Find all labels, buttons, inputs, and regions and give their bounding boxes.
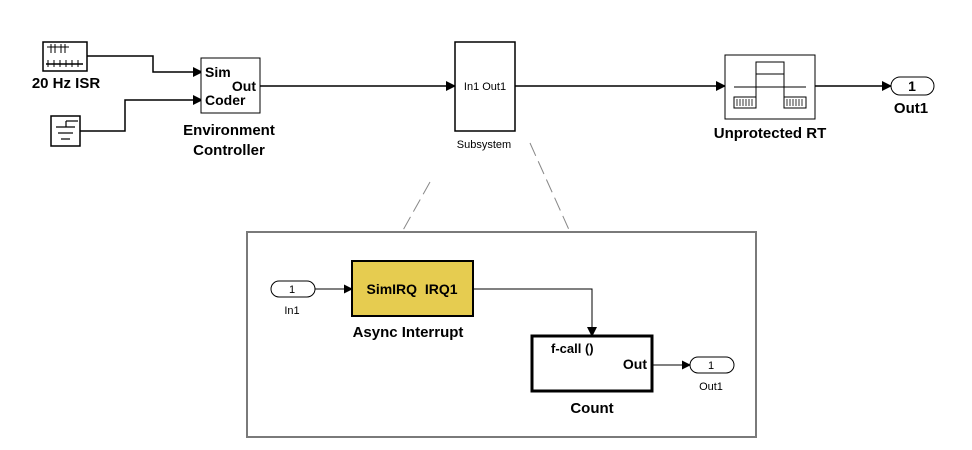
count-port-out: Out [623, 356, 647, 372]
inport-number: 1 [289, 284, 295, 296]
async-interrupt-text: SimIRQ IRQ1 [366, 281, 457, 297]
detail-outport-label: Out1 [699, 381, 723, 393]
zoom-indicator-line [529, 142, 571, 233]
env-controller-label-2: Controller [193, 142, 265, 159]
rate-transition-label: Unprotected RT [714, 125, 827, 142]
ground-block[interactable] [50, 115, 81, 147]
env-port-coder: Coder [205, 92, 246, 108]
env-controller-label-1: Environment [183, 122, 275, 139]
subsystem-block[interactable]: In1 Out1 [454, 41, 516, 132]
count-block[interactable]: f-call () Out [530, 334, 654, 393]
isr-label: 20 Hz ISR [32, 75, 101, 92]
zoom-indicator-line [401, 181, 431, 233]
isr-block[interactable] [42, 41, 88, 72]
function-call-line [473, 288, 597, 337]
subsystem-label: Subsystem [457, 139, 511, 151]
count-trigger-port: f-call () [551, 341, 594, 356]
subsystem-ports: In1 Out1 [464, 81, 506, 93]
subsystem-detail-panel [246, 231, 757, 438]
inport-block[interactable]: 1 [270, 280, 316, 298]
pulse-generator-icon [46, 44, 83, 67]
async-interrupt-block[interactable]: SimIRQ IRQ1 [351, 260, 474, 317]
detail-outport-number: 1 [708, 360, 714, 372]
outport-number: 1 [908, 78, 916, 94]
outport-block[interactable]: 1 [890, 76, 935, 96]
ground-icon [56, 120, 78, 140]
async-interrupt-label: Async Interrupt [353, 324, 464, 341]
count-label: Count [570, 400, 613, 417]
detail-outport-block[interactable]: 1 [689, 356, 735, 374]
environment-controller-block[interactable]: Sim Out Coder [200, 57, 261, 114]
rate-transition-block[interactable] [724, 54, 816, 120]
env-port-out: Out [232, 78, 256, 94]
rate-transition-icon [733, 61, 807, 109]
inport-label: In1 [284, 305, 299, 317]
signal-line [80, 95, 203, 132]
env-port-sim: Sim [205, 64, 231, 80]
outport-label: Out1 [894, 100, 928, 117]
signal-line [87, 55, 203, 77]
